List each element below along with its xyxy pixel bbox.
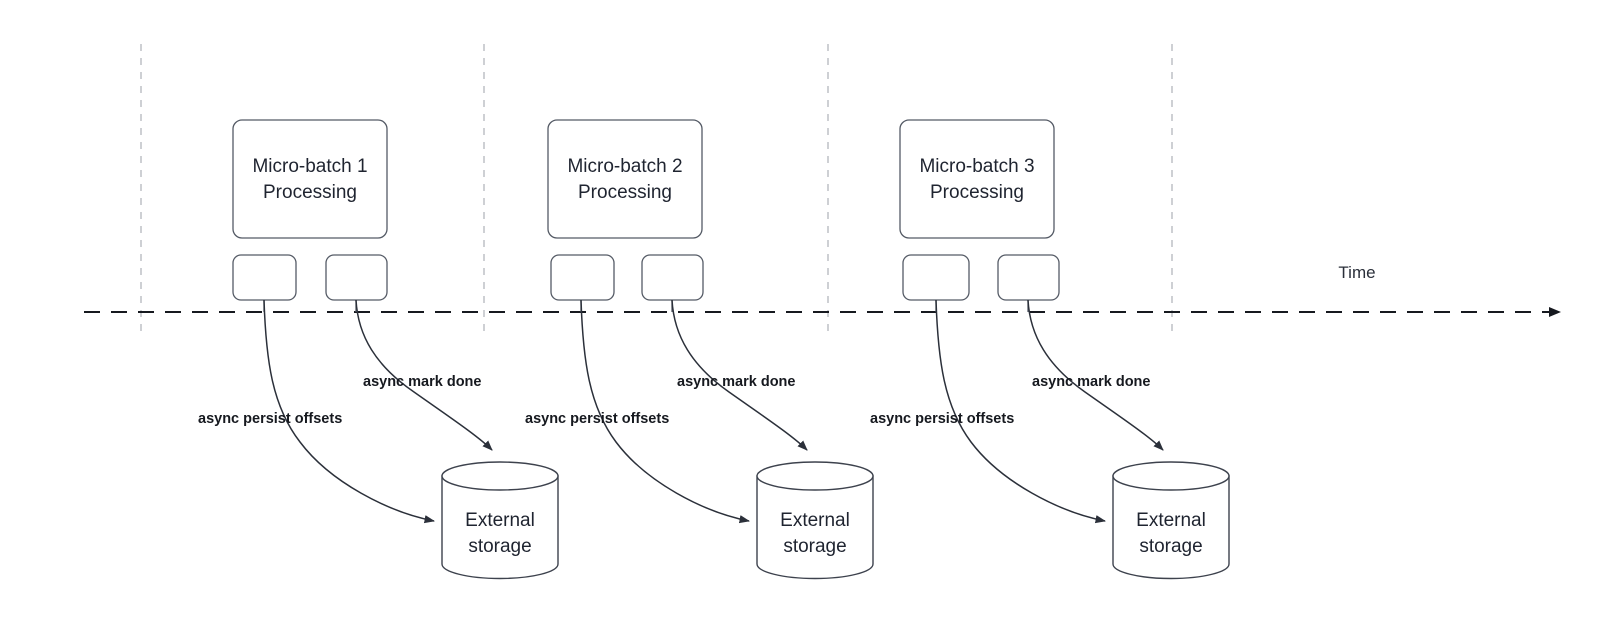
- group-2-external-storage[interactable]: External storage: [756, 461, 874, 580]
- micro-batch-3-label-line2: Processing: [930, 182, 1024, 203]
- group-3-offset-commit-marker[interactable]: [902, 254, 970, 301]
- group-2-offset-commit-marker[interactable]: [550, 254, 615, 301]
- micro-batch-2-box[interactable]: Micro-batch 2 Processing: [547, 119, 703, 239]
- tick-lines-group: [140, 44, 1173, 332]
- micro-batch-3-rect[interactable]: [899, 119, 1055, 239]
- micro-batch-2-label-line1: Micro-batch 2: [567, 156, 682, 177]
- group-2-storage-label-line2: storage: [783, 536, 846, 557]
- time-axis-group: Time: [84, 263, 1561, 317]
- group-2-mark-done-marker[interactable]: [641, 254, 704, 301]
- group-3-async-mark-done-label: async mark done: [1032, 374, 1150, 390]
- group-1-storage-label-line1: External: [465, 510, 535, 531]
- group-1: Micro-batch 1 Processing async persist o…: [198, 119, 559, 580]
- group-1-storage-body[interactable]: [441, 475, 559, 580]
- group-2-storage-body[interactable]: [756, 475, 874, 580]
- group-1-offset-commit-marker[interactable]: [232, 254, 297, 301]
- group-2-async-persist-offsets-arrow: [580, 299, 750, 524]
- group-3-storage-label-line2: storage: [1139, 536, 1202, 557]
- group-1-async-mark-done-label: async mark done: [363, 374, 481, 390]
- group-1-storage-label-line2: storage: [468, 536, 531, 557]
- group-2-storage-top: [756, 461, 874, 491]
- group-3-storage-top: [1112, 461, 1230, 491]
- group-3-storage-body[interactable]: [1112, 475, 1230, 580]
- micro-batch-1-box[interactable]: Micro-batch 1 Processing: [232, 119, 388, 239]
- group-1-mark-done-marker[interactable]: [325, 254, 388, 301]
- group-3-async-persist-offsets-label: async persist offsets: [870, 411, 1014, 427]
- micro-batch-2-rect[interactable]: [547, 119, 703, 239]
- group-2-storage-label-line1: External: [780, 510, 850, 531]
- group-3-async-persist-offsets-arrow: [935, 299, 1106, 524]
- group-3-async-mark-done-arrow: [1027, 299, 1164, 451]
- group-3-mark-done-marker[interactable]: [997, 254, 1060, 301]
- group-2: Micro-batch 2 Processing async persist o…: [525, 119, 874, 580]
- micro-batch-1-rect[interactable]: [232, 119, 388, 239]
- group-3: Micro-batch 3 Processing async persist o…: [870, 119, 1230, 580]
- group-1-async-persist-offsets-label: async persist offsets: [198, 411, 342, 427]
- group-1-async-mark-done-arrow: [355, 299, 493, 451]
- group-2-async-mark-done-label: async mark done: [677, 374, 795, 390]
- group-2-async-mark-done-arrow: [671, 299, 808, 451]
- time-axis-label: Time: [1338, 263, 1375, 282]
- micro-batch-2-label-line2: Processing: [578, 182, 672, 203]
- micro-batch-1-label-line1: Micro-batch 1: [252, 156, 367, 177]
- group-1-storage-top: [441, 461, 559, 491]
- micro-batch-1-label-line2: Processing: [263, 182, 357, 203]
- group-1-external-storage[interactable]: External storage: [441, 461, 559, 580]
- group-1-async-persist-offsets-arrow: [263, 299, 435, 524]
- micro-batch-3-label-line1: Micro-batch 3: [919, 156, 1034, 177]
- group-3-external-storage[interactable]: External storage: [1112, 461, 1230, 580]
- group-2-async-persist-offsets-label: async persist offsets: [525, 411, 669, 427]
- micro-batch-3-box[interactable]: Micro-batch 3 Processing: [899, 119, 1055, 239]
- group-3-storage-label-line1: External: [1136, 510, 1206, 531]
